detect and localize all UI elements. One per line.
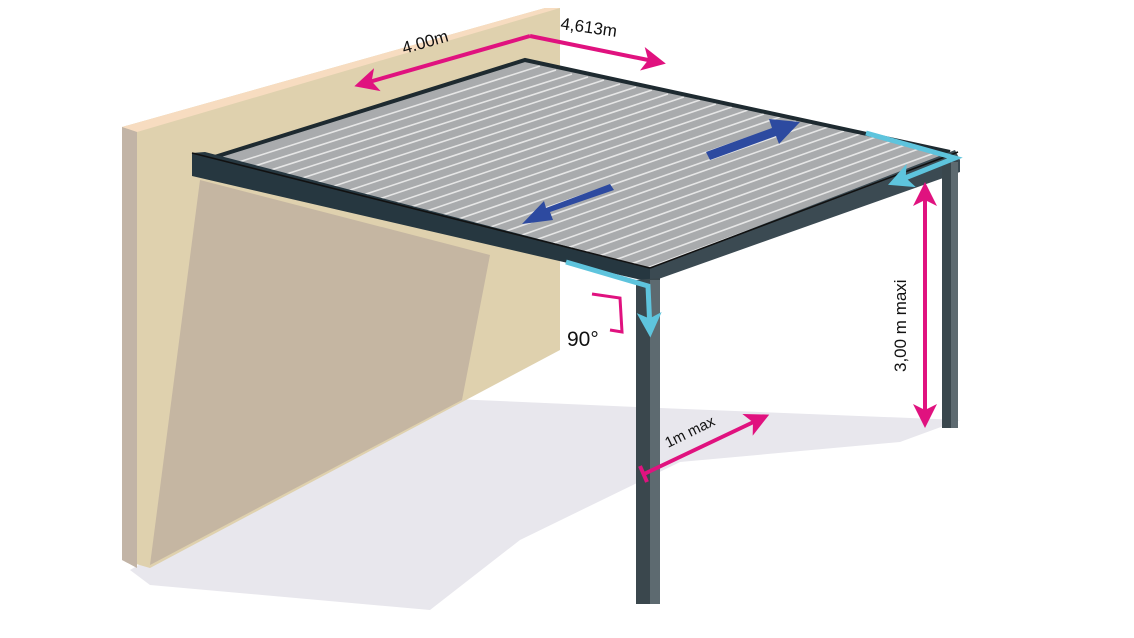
ground-shadow — [130, 398, 960, 610]
posts — [636, 160, 958, 604]
water-drainage-arrows — [565, 130, 963, 338]
projection-arrow-icon — [529, 34, 666, 71]
louvre-motion-arrows — [522, 119, 800, 224]
max-height-label: 3,00 m maxi — [891, 279, 910, 372]
front-drain-arrow-icon — [565, 259, 662, 338]
dimension-arrows — [354, 34, 937, 483]
front-beam — [191, 150, 960, 282]
right-angle-label: 90° — [567, 328, 599, 351]
post-offset-arrow-icon — [643, 414, 770, 476]
wall-length-arrow-icon — [354, 34, 531, 92]
rear-drain-arrow-icon — [865, 130, 963, 188]
wall-shadow — [150, 180, 490, 565]
louvre-close-arrow-icon — [522, 184, 614, 224]
projection-label: 4,613m — [559, 14, 618, 41]
right-angle-icon — [591, 292, 624, 334]
louvre-open-arrow-icon — [706, 119, 800, 160]
